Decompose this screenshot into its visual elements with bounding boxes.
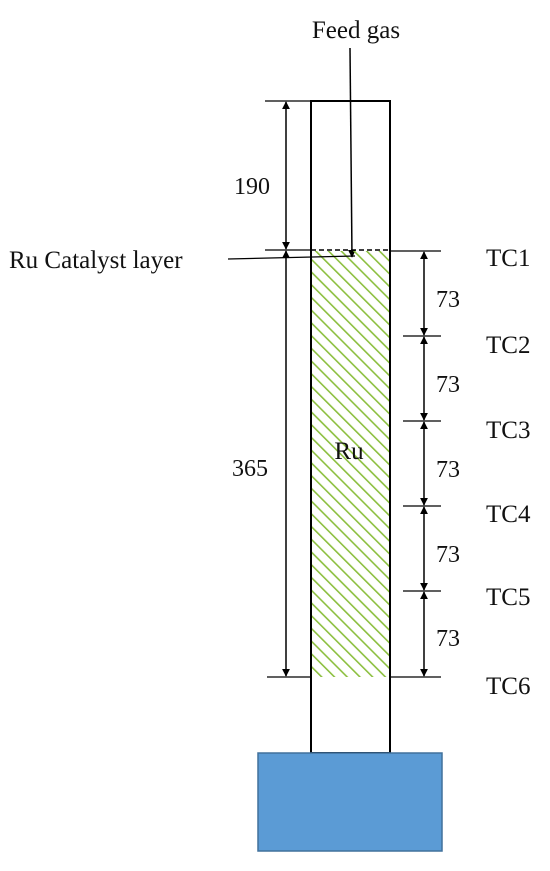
tc5-label: TC5 [486,584,530,611]
heater-block [257,752,443,852]
tc2-label: TC2 [486,332,530,359]
tc1-label: TC1 [486,245,530,272]
feed-gas-arrow [347,47,356,258]
tc4-label: TC4 [486,501,531,528]
catalyst-layer-label: Ru Catalyst layer [9,247,183,274]
catalyst-bed [312,251,389,677]
spacing-label-3: 73 [436,457,460,483]
catalyst-label: Ru [334,438,364,465]
spacing-label-1: 73 [436,287,460,313]
thermocouple-ticks [390,250,441,678]
tc3-label: TC3 [486,417,530,444]
dimension-label-365: 365 [232,456,268,482]
thermocouple-labels: TC1 TC2 TC3 TC4 TC5 TC6 [486,245,531,700]
tc6-label: TC6 [486,673,530,700]
spacing-label-2: 73 [436,372,460,398]
spacing-labels: 73 73 73 73 73 [436,287,460,652]
feed-gas-label: Feed gas [312,17,400,44]
spacing-label-5: 73 [436,626,460,652]
spacing-label-4: 73 [436,542,460,568]
dimension-label-190: 190 [234,174,270,200]
catalyst-layer-leader [227,255,356,260]
